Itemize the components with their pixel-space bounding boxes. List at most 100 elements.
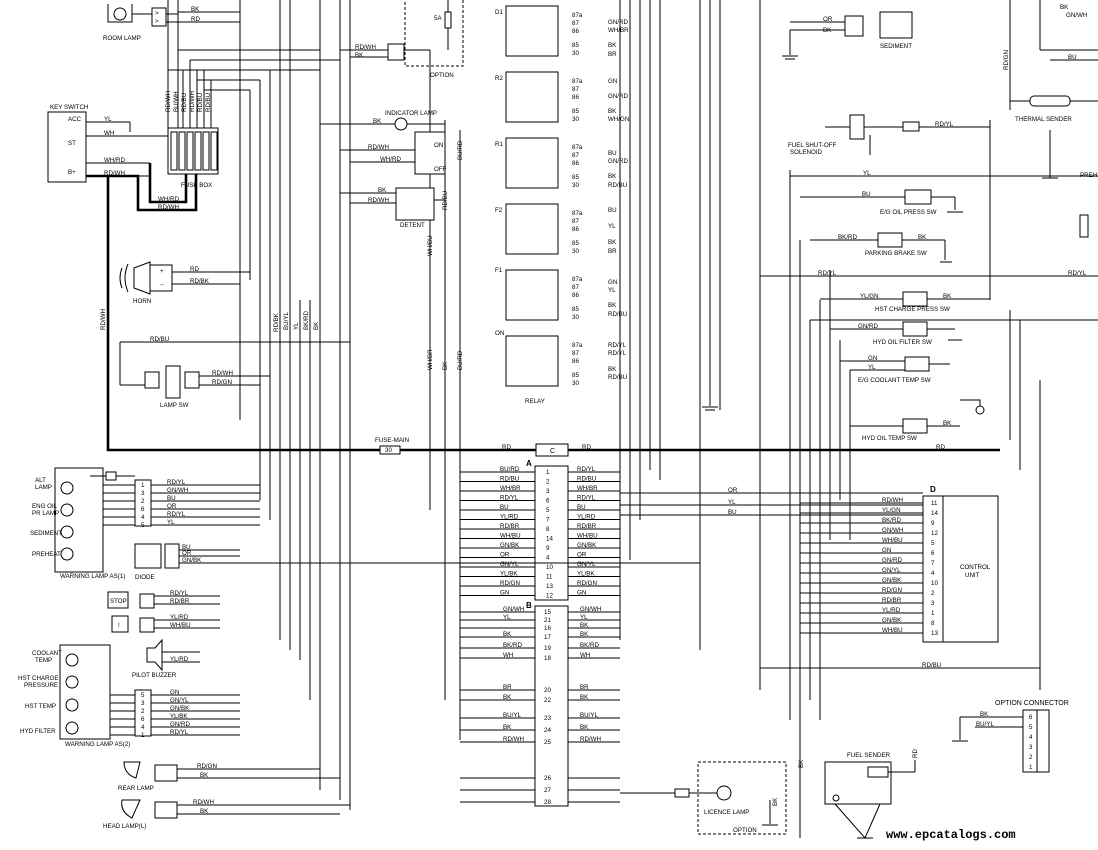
svg-text:ENG OIL: ENG OIL	[32, 503, 58, 510]
wire-label: YL/BK	[500, 571, 518, 578]
svg-text:PRESSURE: PRESSURE	[24, 682, 58, 689]
svg-text:E/G OIL PRESS SW: E/G OIL PRESS SW	[880, 209, 937, 216]
wire-label: BU/RD	[500, 466, 520, 473]
stop-lamp: STOP RD/YL RD/BR	[107, 590, 220, 609]
key-switch-label: KEY SWITCH	[50, 104, 88, 111]
svg-text:RD/WH: RD/WH	[368, 197, 389, 204]
svg-text:BK/RD: BK/RD	[838, 234, 857, 241]
svg-text:BU/WH: BU/WH	[173, 91, 180, 112]
wire-label: BU/YL	[503, 712, 521, 719]
svg-text:BU: BU	[862, 191, 871, 198]
pin-number: 21	[544, 617, 551, 624]
svg-text:DETENT: DETENT	[400, 222, 425, 229]
svg-text:LICENCE LAMP: LICENCE LAMP	[704, 809, 749, 816]
svg-text:30: 30	[572, 380, 579, 387]
wire-label: BK/RD	[882, 517, 901, 524]
wire-label: YL	[503, 614, 511, 621]
wire-label: WH/BR	[500, 485, 521, 492]
pilot-buzzer: PILOT BUZZER YL/RD	[132, 638, 200, 679]
svg-text:UNIT: UNIT	[965, 572, 980, 579]
svg-text:30: 30	[572, 116, 579, 123]
svg-text:86: 86	[572, 292, 579, 299]
pin-number: 2	[141, 708, 145, 715]
svg-text:WH/BU: WH/BU	[170, 622, 191, 629]
relay-f1: F1 87a 87 86 85 30 GN YL BK RD/BU	[495, 267, 627, 321]
svg-text:>: >	[155, 18, 159, 25]
relay-label: RELAY	[525, 398, 545, 405]
svg-text:BK: BK	[442, 361, 449, 370]
svg-text:30: 30	[572, 50, 579, 57]
svg-text:BR: BR	[608, 248, 617, 255]
wire-label: RD/BU	[577, 476, 596, 483]
svg-text:RD/WH: RD/WH	[100, 309, 107, 330]
svg-text:RD/BR: RD/BR	[170, 598, 190, 605]
svg-text:SEDIMENT: SEDIMENT	[880, 43, 912, 50]
wire-label: RD/YL	[577, 466, 596, 473]
svg-text:HST TEMP: HST TEMP	[25, 703, 56, 710]
wire-label: YL/GN	[882, 507, 901, 514]
svg-text:GN/WH: GN/WH	[1066, 12, 1087, 19]
wire-label: GN/RD	[882, 557, 902, 564]
pin-number: 15	[544, 609, 551, 616]
wire-label: BK	[580, 694, 589, 701]
svg-text:>: >	[155, 10, 159, 17]
svg-text:RD/BU: RD/BU	[205, 93, 212, 112]
wire-label: GN/BK	[170, 705, 190, 712]
pin-number: 11	[931, 500, 938, 507]
relay-r1: R1 87a 87 86 85 30 BU GN/RD BK RD/BU	[495, 141, 628, 189]
svg-text:RD/BU: RD/BU	[608, 374, 627, 381]
wire-label: YL	[580, 614, 588, 621]
wire-label: WH	[503, 652, 513, 659]
svg-text:REAR LAMP: REAR LAMP	[118, 785, 154, 792]
wire-label: BU	[500, 504, 509, 511]
pin-number: 28	[544, 799, 551, 806]
svg-text:WH/RD: WH/RD	[380, 156, 401, 163]
wire-label: GN	[500, 590, 509, 597]
svg-text:PARKING BRAKE SW: PARKING BRAKE SW	[865, 250, 927, 257]
svg-text:RD/GN: RD/GN	[1003, 50, 1010, 70]
svg-text:PR LAMP: PR LAMP	[32, 510, 59, 517]
svg-text:BU/YL: BU/YL	[976, 721, 994, 728]
wire-label: GN/WH	[503, 606, 524, 613]
pin-number: 4	[931, 570, 935, 577]
svg-text:OPTION: OPTION	[430, 72, 454, 79]
wire-label: RD/YL	[167, 511, 186, 518]
ground-symbols	[702, 211, 963, 411]
svg-text:OPTION: OPTION	[733, 827, 757, 834]
svg-text:RD/YL: RD/YL	[170, 590, 189, 597]
wire-label: BK	[580, 622, 589, 629]
svg-text:87: 87	[572, 86, 579, 93]
room-lamp-label: ROOM LAMP	[103, 35, 141, 42]
svg-text:BU: BU	[608, 150, 617, 157]
wire-label: RD/YL	[170, 729, 189, 736]
svg-text:BK/RD: BK/RD	[303, 311, 310, 330]
wire-label: OR	[577, 552, 587, 559]
svg-text:BU: BU	[608, 207, 617, 214]
svg-text:RD: RD	[582, 444, 591, 451]
svg-text:YL: YL	[293, 322, 300, 330]
head-lamp: RD/WH BK HEAD LAMP(L)	[103, 799, 350, 830]
pin-number: 8	[546, 526, 550, 533]
pin-number: 6	[546, 498, 550, 505]
svg-text:BK: BK	[798, 759, 805, 768]
horn-label: HORN	[133, 298, 151, 305]
svg-text:YL: YL	[104, 116, 112, 123]
svg-text:GN/RD: GN/RD	[608, 93, 628, 100]
svg-text:RD/YL: RD/YL	[818, 270, 837, 277]
svg-text:CONTROL: CONTROL	[960, 564, 991, 571]
wire-label: GN/YL	[500, 561, 519, 568]
svg-text:D1: D1	[495, 9, 503, 16]
pin-number: 1	[141, 732, 145, 739]
wire-label: GN/RD	[170, 721, 190, 728]
horn: + − RD RD/BK HORN	[119, 261, 250, 305]
wire-label: YL/BK	[577, 571, 595, 578]
svg-text:OR: OR	[728, 487, 738, 494]
wire-label: WH/BR	[577, 485, 598, 492]
alert-lamp: ! YL/RD WH/BU	[111, 614, 220, 633]
wire-label: GN/WH	[167, 487, 188, 494]
svg-text:RD/BU: RD/BU	[197, 93, 204, 112]
svg-text:INDICATOR LAMP: INDICATOR LAMP	[385, 110, 437, 117]
svg-text:THERMAL SENDER: THERMAL SENDER	[1015, 116, 1072, 123]
pin-number: 27	[544, 787, 551, 794]
